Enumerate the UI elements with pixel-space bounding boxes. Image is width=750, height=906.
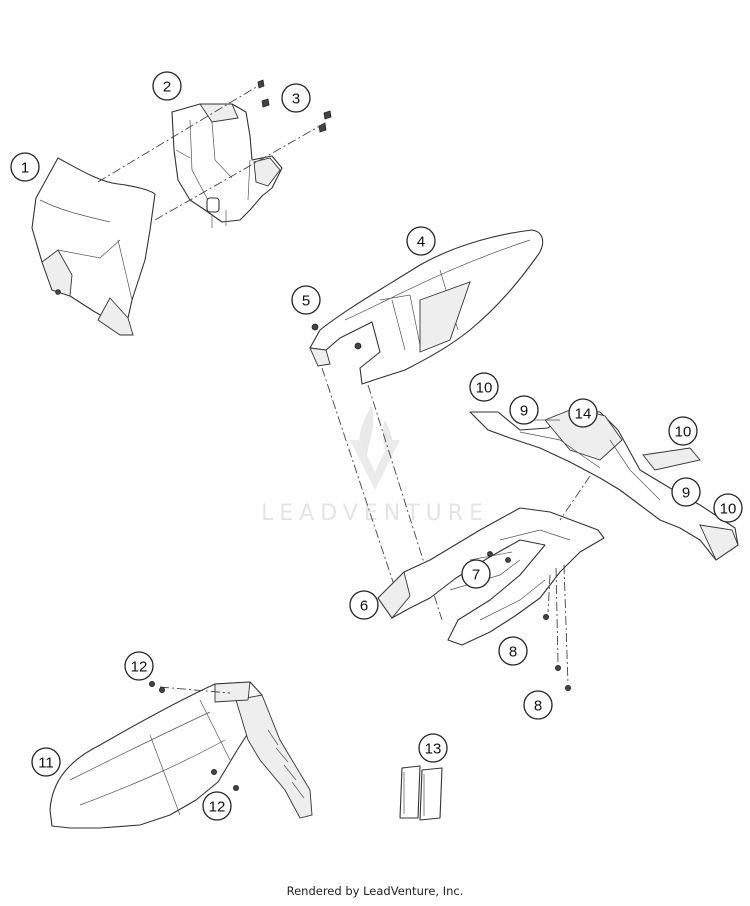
callout-8a-label: 8 bbox=[509, 644, 517, 661]
callout-13-label: 13 bbox=[425, 741, 442, 758]
callout-10a: 10 bbox=[469, 372, 499, 402]
callout-1-label: 1 bbox=[21, 160, 29, 177]
callout-13: 13 bbox=[418, 733, 448, 763]
number-plate-holder bbox=[469, 407, 739, 561]
watermark-chevron bbox=[350, 440, 400, 490]
callout-9a: 9 bbox=[509, 395, 539, 425]
callout-12b: 12 bbox=[202, 791, 232, 821]
footer-credit: Rendered by LeadVenture, Inc. bbox=[286, 884, 464, 898]
callout-9a-label: 9 bbox=[520, 403, 528, 420]
callout-1: 1 bbox=[10, 152, 40, 182]
callout-6: 6 bbox=[349, 590, 379, 620]
fender-bracket bbox=[377, 507, 605, 646]
adhesive-pads bbox=[399, 765, 443, 821]
watermark-logo bbox=[359, 405, 394, 470]
callout-9b-label: 9 bbox=[682, 485, 690, 502]
callout-8b: 8 bbox=[523, 690, 553, 720]
callout-3: 3 bbox=[281, 83, 311, 113]
callout-10b-label: 10 bbox=[675, 424, 692, 441]
callout-12b-label: 12 bbox=[209, 799, 226, 816]
callout-9b: 9 bbox=[671, 477, 701, 507]
callout-14-label: 14 bbox=[575, 406, 592, 423]
callout-11: 11 bbox=[31, 747, 61, 777]
bracket-screws bbox=[257, 79, 332, 133]
callout-2: 2 bbox=[152, 71, 182, 101]
callout-3-label: 3 bbox=[292, 91, 300, 108]
callout-5: 5 bbox=[291, 285, 321, 315]
callout-7: 7 bbox=[461, 559, 491, 589]
callout-11-label: 11 bbox=[38, 755, 54, 772]
callout-10b: 10 bbox=[668, 416, 698, 446]
fender-screws-12 bbox=[148, 681, 239, 792]
callout-5-label: 5 bbox=[302, 293, 310, 310]
callout-14: 14 bbox=[568, 398, 598, 428]
callout-6-label: 6 bbox=[360, 598, 368, 615]
callout-8b-label: 8 bbox=[534, 698, 542, 715]
callout-4-label: 4 bbox=[417, 234, 425, 251]
callout-8a: 8 bbox=[498, 636, 528, 666]
callout-10c-label: 10 bbox=[720, 501, 737, 518]
callout-12a: 12 bbox=[124, 651, 154, 681]
watermark-text: LEADVENTURE bbox=[261, 501, 489, 526]
fender-screws-8 bbox=[543, 614, 572, 692]
headlight-bracket bbox=[171, 103, 283, 228]
watermark: LEADVENTURE bbox=[261, 405, 489, 526]
fender-screws-5 bbox=[311, 323, 362, 350]
front-fender bbox=[49, 681, 313, 829]
front-fender-top bbox=[309, 229, 544, 385]
callout-10a-label: 10 bbox=[476, 380, 493, 397]
callout-2-label: 2 bbox=[163, 79, 171, 96]
fender-screws-7 bbox=[487, 551, 511, 563]
callout-12a-label: 12 bbox=[131, 659, 148, 676]
callout-10c: 10 bbox=[713, 493, 743, 523]
callout-7-label: 7 bbox=[472, 567, 480, 584]
callout-4: 4 bbox=[406, 226, 436, 256]
headlight-mask bbox=[31, 157, 156, 336]
